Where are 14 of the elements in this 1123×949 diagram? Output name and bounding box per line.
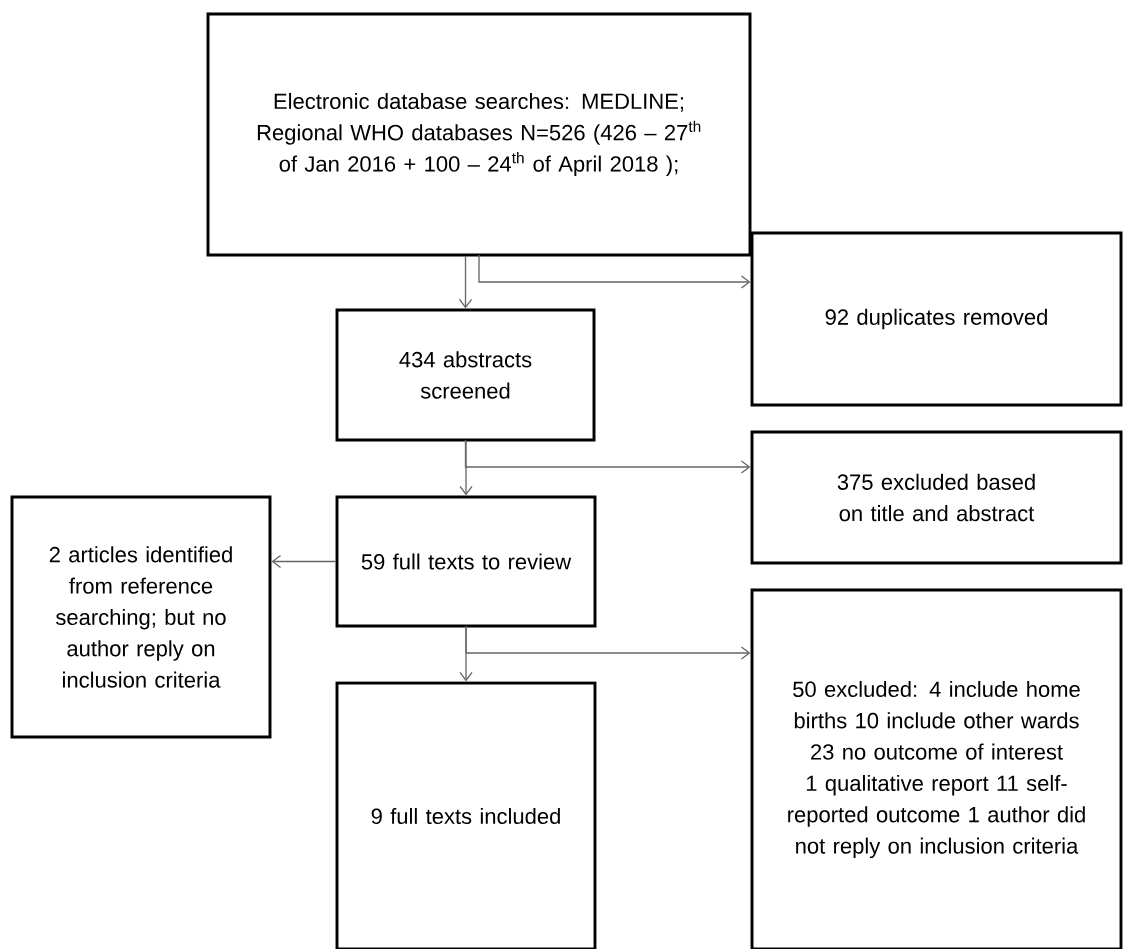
arrow — [459, 440, 473, 496]
process-box: 375 excluded based on title and abstract — [750, 430, 1123, 565]
arrow — [458, 255, 473, 309]
arrow — [271, 554, 337, 569]
process-box: 2 articles identified from reference searching; but no author reply on inclusion criteria — [10, 495, 272, 739]
arrow — [464, 439, 751, 474]
process-box: Electronic database searches: MEDLINE; Regional WHO databases N=526 (426 – 27$^{th}$ of Jan 2016 + 100 – 24$^{th}$ of April 2018 ); — [206, 12, 752, 257]
process-box: 50 excluded: 4 include home births 10 include other wards 23 no outcome of interest 1 qualitative report 11 self-reported outcome 1 author did not reply on inclusion criteria — [750, 588, 1123, 949]
arrow — [465, 625, 751, 660]
process-box: 9 full texts included — [335, 681, 597, 949]
process-box: 59 full texts to review — [335, 495, 597, 628]
arrow — [478, 254, 751, 289]
process-box: 92 duplicates removed — [750, 231, 1123, 407]
process-box: 434 abstracts screened — [335, 308, 596, 442]
